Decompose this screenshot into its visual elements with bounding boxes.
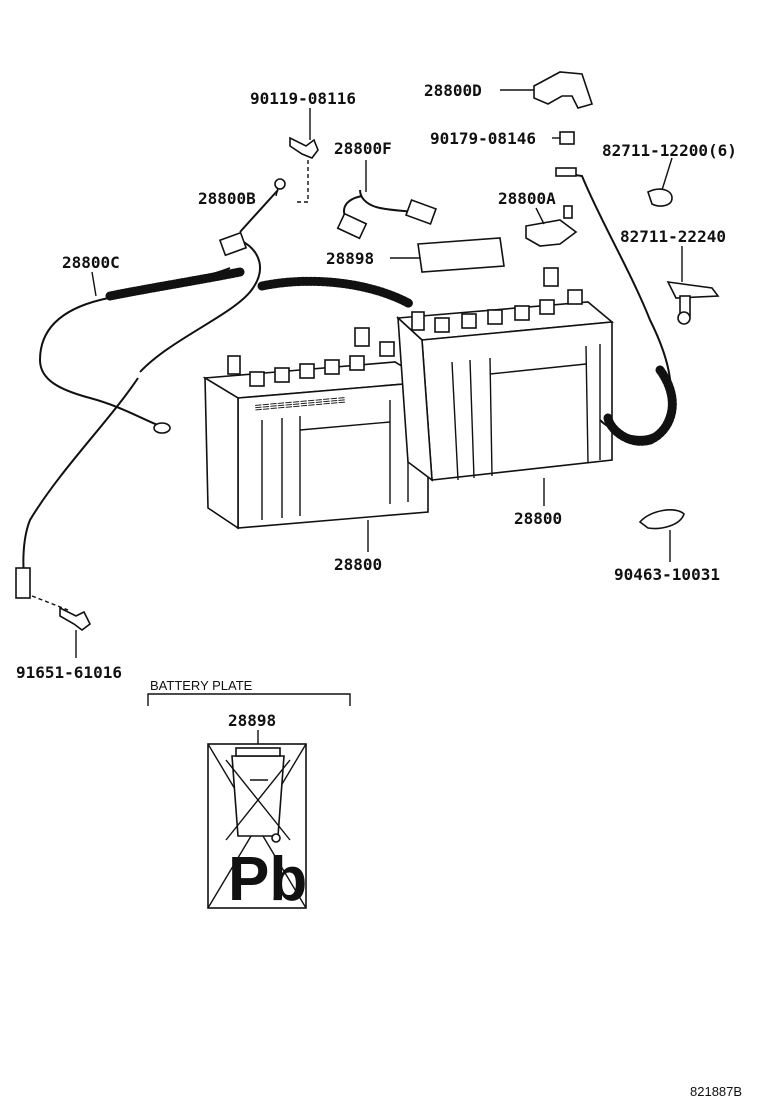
plate-part-number: 28898 xyxy=(228,711,276,730)
part-label: 90179-08146 xyxy=(430,129,536,148)
terminal-lug-left xyxy=(15,567,31,599)
part-label: 28800F xyxy=(334,139,392,158)
part-label: 28800 xyxy=(514,509,562,528)
battery-left: ≡≡≡≡≡≡≡≡≡≡≡≡ xyxy=(202,327,431,530)
part-label: 28800B xyxy=(198,189,256,208)
part-label: 28800A xyxy=(498,189,556,208)
crossed-out-bin-icon xyxy=(225,747,291,843)
nut-90179 xyxy=(559,131,575,145)
clamp-82711-12200 xyxy=(647,188,673,207)
part-label: 90119-08116 xyxy=(250,89,356,108)
part-label: 28800 xyxy=(334,555,382,574)
cable-right-negative xyxy=(555,167,677,446)
part-label: 28898 xyxy=(326,249,374,268)
part-labels: 90119-08116 28800D 90179-08146 82711-122… xyxy=(16,81,737,682)
bolt-90119 xyxy=(289,136,319,203)
battery-right xyxy=(396,267,614,482)
cover-28800d xyxy=(533,71,594,109)
leader-lines xyxy=(75,89,683,658)
label-plate-28898 xyxy=(417,237,505,273)
cable-positive-left xyxy=(139,239,415,373)
clamp-90463 xyxy=(638,509,685,530)
part-label: 82711-22240 xyxy=(620,227,726,246)
part-label: 91651-61016 xyxy=(16,663,122,682)
part-label: 90463-10031 xyxy=(614,565,720,584)
battery-plate-section: BATTERY PLATE 28898 Pb xyxy=(147,678,351,914)
terminal-28800a xyxy=(525,205,578,247)
lead-symbol: Pb xyxy=(228,845,307,914)
clamp-82711-22240 xyxy=(666,281,720,325)
cable-28800f xyxy=(336,189,437,240)
cable-28800b xyxy=(218,178,286,257)
part-label: 28800D xyxy=(424,81,482,100)
bolt-91651 xyxy=(31,595,92,631)
part-label: 82711-12200(6) xyxy=(602,141,737,160)
plate-section-heading: BATTERY PLATE xyxy=(150,678,253,693)
part-label: 28800C xyxy=(62,253,120,272)
figure-code: 821887B xyxy=(690,1084,742,1099)
cable-28800c xyxy=(15,267,245,599)
